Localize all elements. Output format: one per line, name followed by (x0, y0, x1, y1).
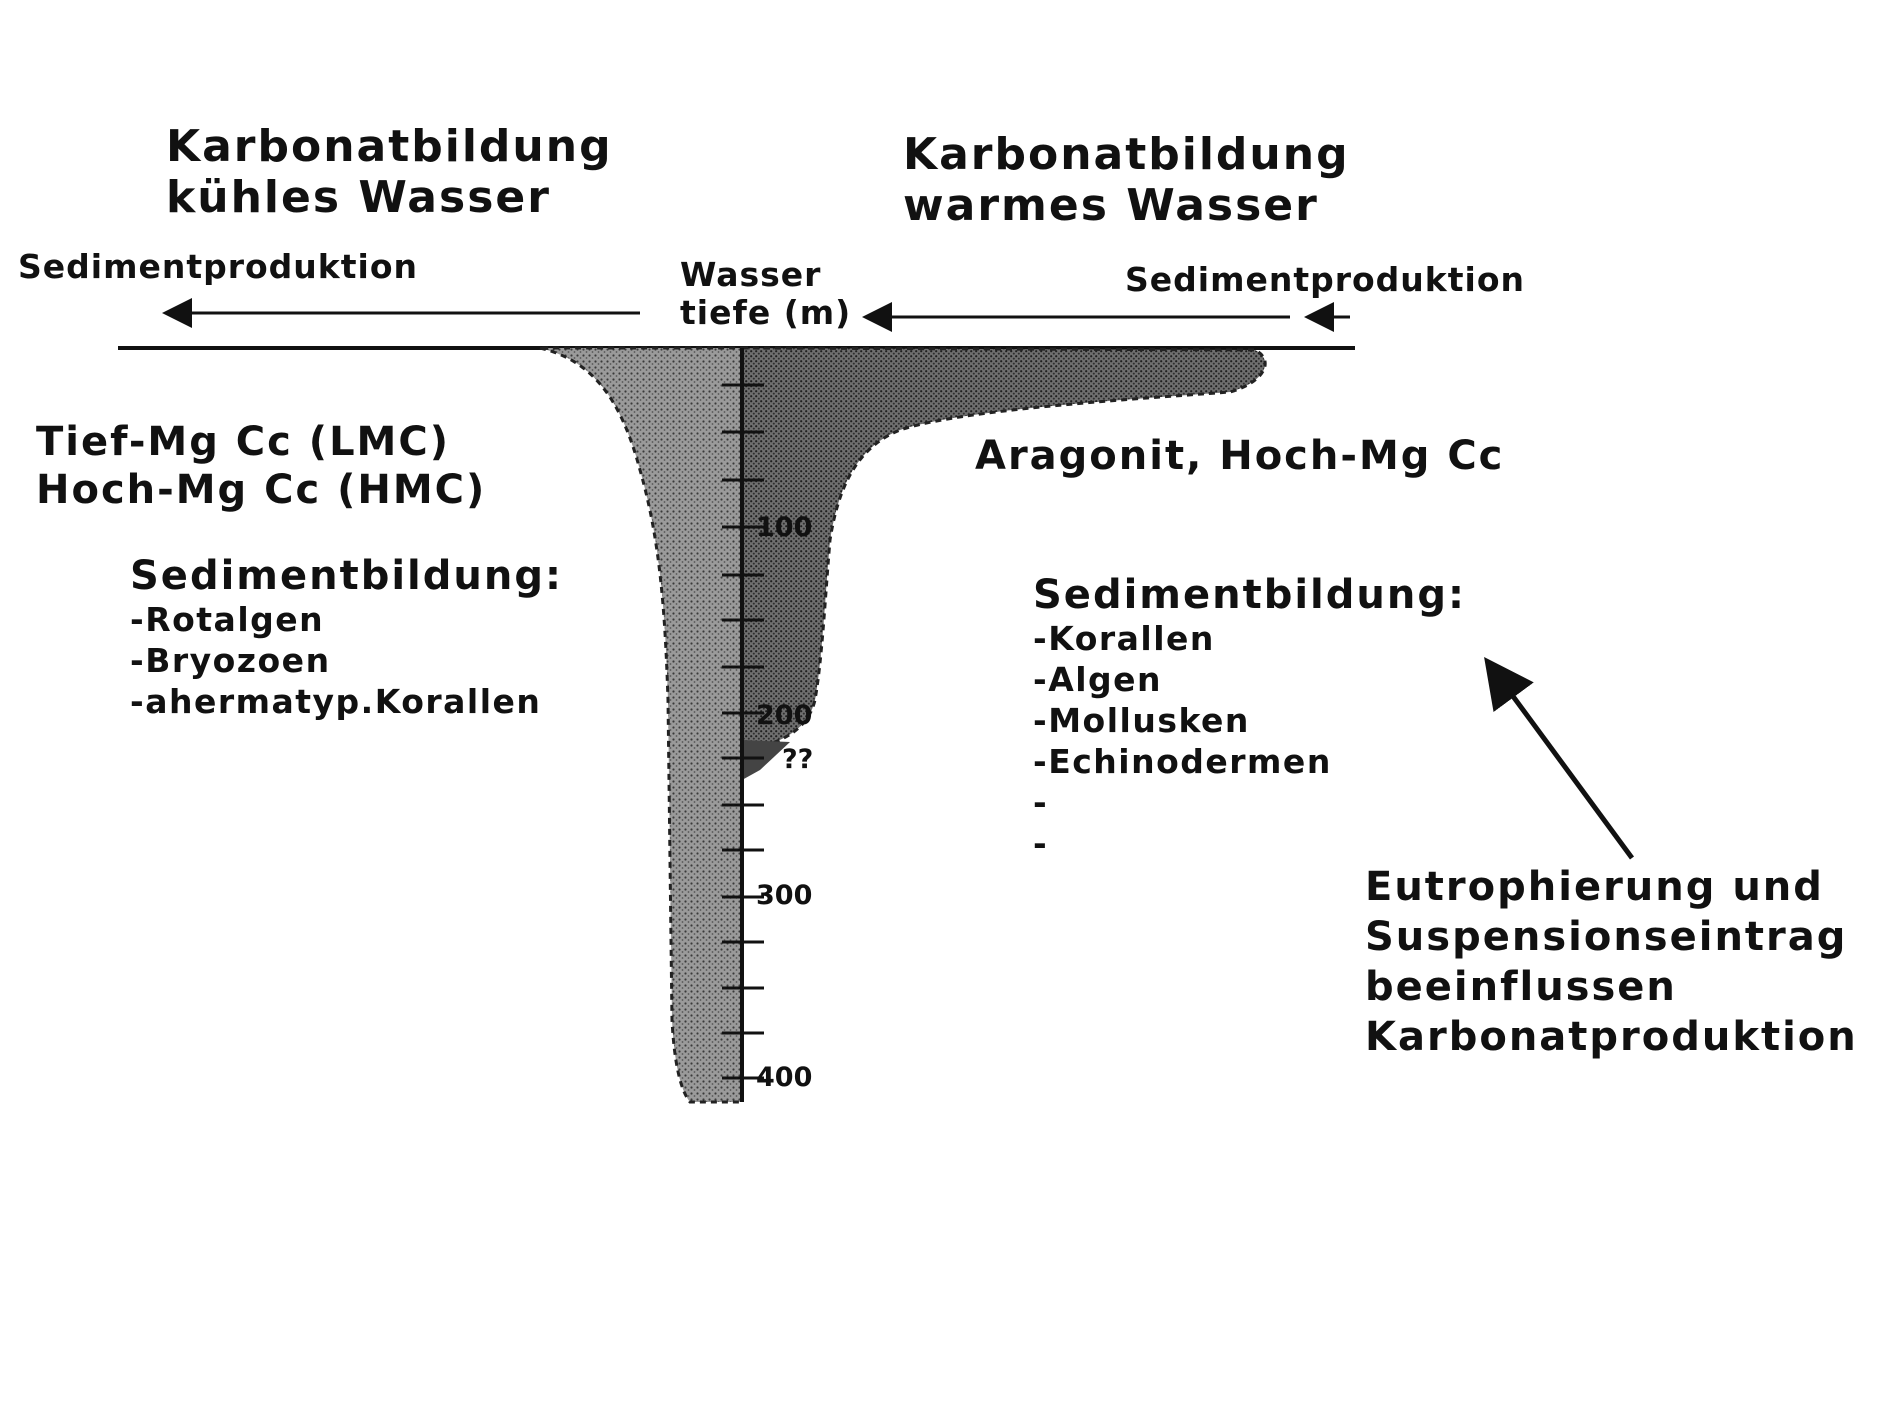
depth-tick-100: 100 (756, 512, 813, 543)
depth-axis-minor-ticks (722, 383, 764, 1080)
warm-sediment-item: - (1033, 783, 1049, 822)
cool-mineral-line1: Tief-Mg Cc (LMC) (36, 419, 450, 465)
warm-sediment-block: Sedimentbildung: -Korallen -Algen -Mollu… (1033, 572, 1466, 864)
cool-mineral-line2: Hoch-Mg Cc (HMC) (36, 467, 487, 513)
eutrophication-arrow (1484, 656, 1635, 860)
warm-mineralogy: Aragonit, Hoch-Mg Cc (975, 433, 1505, 479)
note-line4: Karbonatproduktion (1365, 1014, 1858, 1060)
depth-axis-title: Wasser tiefe (m) (680, 256, 851, 332)
cool-water-production-area (539, 346, 744, 1104)
note-line1: Eutrophierung und (1365, 864, 1824, 910)
cool-production-label: Sedimentproduktion (18, 247, 418, 286)
warm-production-label: Sedimentproduktion (1125, 260, 1525, 299)
warm-sediment-item: -Echinodermen (1033, 742, 1332, 781)
cool-title-line1: Karbonatbildung (166, 121, 613, 172)
warm-sediment-item: -Algen (1033, 660, 1163, 699)
cool-sediment-item: -Bryozoen (130, 641, 331, 680)
cool-water-title: Karbonatbildung kühles Wasser (166, 121, 613, 223)
depth-tick-300: 300 (756, 880, 813, 911)
warm-water-production-area (740, 346, 1267, 752)
depth-title-line2: tiefe (m) (680, 293, 852, 332)
uncertain-mark: ?? (782, 744, 814, 775)
eutrophication-note: Eutrophierung und Suspensionseintrag bee… (1365, 862, 1858, 1062)
uncertain-extension (742, 740, 790, 780)
depth-tick-400: 400 (756, 1062, 813, 1093)
warm-title-line1: Karbonatbildung (903, 129, 1350, 180)
warm-sediment-item: -Korallen (1033, 619, 1215, 658)
cool-mineralogy: Tief-Mg Cc (LMC) Hoch-Mg Cc (HMC) (36, 418, 486, 514)
cool-sediment-item: -Rotalgen (130, 600, 325, 639)
warm-sediment-heading: Sedimentbildung: (1033, 572, 1466, 618)
depth-title-line1: Wasser (680, 255, 822, 294)
cool-title-line2: kühles Wasser (166, 171, 551, 223)
warm-water-title: Karbonatbildung warmes Wasser (903, 129, 1350, 231)
note-line3: beeinflussen (1365, 964, 1677, 1010)
depth-tick-200: 200 (756, 700, 813, 731)
note-line2: Suspensionseintrag (1365, 914, 1848, 960)
warm-sediment-item: -Mollusken (1033, 701, 1250, 740)
warm-sediment-item: - (1033, 824, 1049, 863)
cool-sediment-heading: Sedimentbildung: (130, 553, 563, 599)
cool-sediment-block: Sedimentbildung: -Rotalgen -Bryozoen -ah… (130, 553, 563, 722)
warm-title-line2: warmes Wasser (903, 179, 1319, 231)
cool-sediment-item: -ahermatyp.Korallen (130, 682, 542, 721)
